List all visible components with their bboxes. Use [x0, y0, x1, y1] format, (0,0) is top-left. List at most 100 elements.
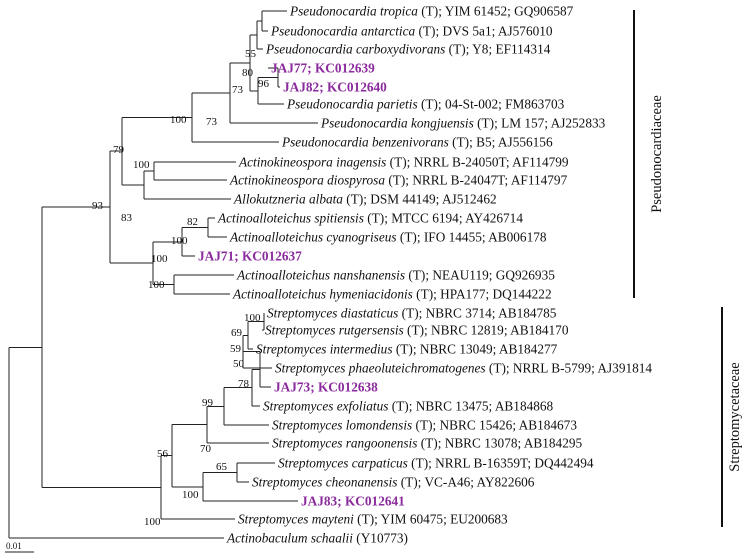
taxon-label: Actinokineospora diospyrosa (T); NRRL B-…: [229, 173, 568, 188]
bootstrap-value: 70: [200, 443, 212, 455]
taxon-label: Actinoalloteichus nanshanensis (T); NEAU…: [236, 268, 555, 283]
bootstrap-value: 100: [151, 253, 168, 265]
taxon-label: Allokutzneria albata (T); DSM 44149; AJ5…: [233, 192, 497, 207]
strain-accession-info: (T); NRRL B-16359T; DQ442494: [408, 456, 594, 471]
taxon-label: Pseudonocardia benzenivorans (T); B5; AJ…: [281, 135, 553, 150]
bootstrap-value: 100: [182, 489, 199, 501]
bootstrap-value: 93: [92, 200, 104, 212]
taxon-label: Actinokineospora inagensis (T); NRRL B-2…: [238, 155, 569, 170]
strain-accession-info: (T); YIM 61452; GQ906587: [418, 4, 574, 19]
bootstrap-value: 50: [233, 358, 245, 370]
bootstrap-value: 80: [242, 67, 254, 79]
taxon-label: Actinoalloteichus hymeniacidonis (T); HP…: [232, 287, 552, 302]
bootstrap-value: 73: [232, 84, 244, 96]
species-name: Streptomyces cheonanensis: [252, 475, 397, 490]
species-name: Streptomyces mayteni: [238, 512, 354, 527]
strain-accession-info: (T); 04-St-002; FM863703: [418, 97, 565, 112]
strain-accession-info: (T); NBRC 13475; AB184868: [388, 399, 553, 414]
bootstrap-value: 65: [216, 461, 228, 473]
strain-label: JAJ71; KC012637: [198, 249, 302, 264]
strain-accession: JAJ82; KC012640: [283, 80, 387, 95]
species-name: Actinokineospora diospyrosa: [229, 173, 385, 188]
taxon-label: Streptomyces cheonanensis (T); VC-A46; A…: [252, 475, 535, 490]
strain-accession-info: (Y10773): [353, 531, 408, 546]
strain-accession-info: (T); DSM 44149; AJ512462: [343, 192, 497, 207]
species-name: Pseudonocardia carboxydivorans: [265, 42, 445, 57]
taxon-label: Streptomyces intermedius (T); NBRC 13049…: [256, 342, 558, 357]
strain-accession-info: (T); LM 157; AJ252833: [474, 116, 606, 131]
taxon-label: Actinobaculum schaalii (Y10773): [226, 531, 408, 546]
bootstrap-value: 100: [144, 516, 161, 528]
scale-bar: 0.01: [5, 541, 34, 553]
taxon-label: Pseudonocardia antarctica (T); DVS 5a1; …: [270, 24, 553, 39]
strain-accession-info: (T); NBRC 13078; AB184295: [417, 436, 582, 451]
strain-label: JAJ77; KC012639: [271, 61, 375, 76]
strain-accession-info: (T); Y8; EF114314: [445, 42, 550, 57]
strain-accession: JAJ71; KC012637: [198, 249, 302, 264]
strain-accession-info: (T); DVS 5a1; AJ576010: [415, 24, 553, 39]
species-name: Allokutzneria albata: [233, 192, 343, 207]
bootstrap-value: 82: [187, 216, 198, 228]
strain-accession-info: (T); NRRL B-24050T; AF114799: [386, 155, 569, 170]
strain-label: JAJ73; KC012638: [274, 380, 378, 395]
species-name: Actinoalloteichus spitiensis: [217, 211, 364, 226]
bootstrap-value: 69: [231, 327, 243, 339]
taxon-label: Streptomyces mayteni (T); YIM 60475; EU2…: [238, 512, 508, 527]
strain-accession-info: (T); MTCC 6194; AY426714: [364, 211, 523, 226]
taxon-label: Streptomyces rangoonensis (T); NBRC 1307…: [272, 436, 582, 451]
species-name: Actinokineospora inagensis: [238, 155, 386, 170]
species-name: Pseudonocardia parietis: [286, 97, 418, 112]
species-name: Pseudonocardia tropica: [289, 4, 418, 19]
family-label-pseudonocardiaceae: Pseudonocardiaceae: [649, 95, 665, 213]
taxon-label: Streptomyces phaeoluteichromatogenes (T)…: [275, 361, 652, 376]
bootstrap-value: 100: [244, 312, 261, 324]
strain-accession-info: (T); NBRC 15426; AB184673: [412, 418, 577, 433]
strain-accession-info: (T); YIM 60475; EU200683: [354, 512, 508, 527]
strain-accession-info: (T); HPA177; DQ144222: [413, 287, 552, 302]
strain-accession-info: (T); NBRC 12819; AB184170: [404, 323, 569, 338]
taxon-label: Pseudonocardia parietis (T); 04-St-002; …: [286, 97, 565, 112]
bootstrap-value: 56: [157, 448, 169, 460]
strain-accession: JAJ77; KC012639: [271, 61, 375, 76]
strain-accession: JAJ83; KC012641: [301, 494, 405, 509]
taxon-label: Pseudonocardia kongjuensis (T); LM 157; …: [320, 116, 606, 131]
strain-accession-info: (T); B5; AJ556156: [449, 135, 553, 150]
strain-accession-info: (T); NRRL B-5799; AJ391814: [486, 361, 653, 376]
bootstrap-value: 73: [206, 116, 218, 128]
species-name: Streptomyces intermedius: [256, 342, 393, 357]
species-name: Actinoalloteichus nanshanensis: [236, 268, 405, 283]
strain-accession-info: (T); NEAU119; GQ926935: [405, 268, 555, 283]
clade-bar-streptomycetaceae: Streptomycetaceae: [721, 307, 743, 527]
bootstrap-value: 96: [258, 78, 270, 90]
clade-bar-pseudonocardiaceae: Pseudonocardiaceae: [633, 10, 665, 298]
taxon-label: Streptomyces rutgersensis (T); NBRC 1281…: [265, 323, 569, 338]
strain-accession-info: (T); VC-A46; AY822606: [397, 475, 534, 490]
species-name: Streptomyces rangoonensis: [272, 436, 417, 451]
species-name: Streptomyces lomondensis: [272, 418, 412, 433]
species-name: Pseudonocardia benzenivorans: [281, 135, 449, 150]
bootstrap-value: 100: [148, 279, 165, 291]
bootstrap-value: 59: [230, 343, 242, 355]
bootstrap-value: 100: [133, 159, 150, 171]
taxon-label: Streptomyces exfoliatus (T); NBRC 13475;…: [263, 399, 554, 414]
species-name: Actinobaculum schaalii: [226, 531, 353, 546]
species-name: Streptomyces rutgersensis: [265, 323, 404, 338]
bootstrap-value: 99: [202, 397, 214, 409]
tree-branches: [8, 10, 318, 539]
taxon-label: Streptomyces diastaticus (T); NBRC 3714;…: [267, 306, 557, 321]
species-name: Actinoalloteichus cyanogriseus: [229, 230, 397, 245]
taxon-label: Pseudonocardia tropica (T); YIM 61452; G…: [289, 4, 574, 19]
bootstrap-value: 83: [121, 212, 133, 224]
bootstrap-values: 5580967373100100837982100100100931006959…: [92, 48, 270, 528]
strain-accession-info: (T); NBRC 3714; AB184785: [398, 306, 556, 321]
bootstrap-value: 79: [113, 144, 125, 156]
strain-label: JAJ83; KC012641: [301, 494, 405, 509]
bootstrap-value: 100: [171, 235, 188, 247]
strain-accession-info: (T); NBRC 13049; AB184277: [393, 342, 558, 357]
family-label-streptomycetaceae: Streptomycetaceae: [727, 362, 743, 472]
species-name: Streptomyces exfoliatus: [263, 399, 388, 414]
scale-bar-label: 0.01: [6, 541, 22, 551]
taxon-label: Pseudonocardia carboxydivorans (T); Y8; …: [265, 42, 551, 57]
strain-accession-info: (T); IFO 14455; AB006178: [397, 230, 547, 245]
